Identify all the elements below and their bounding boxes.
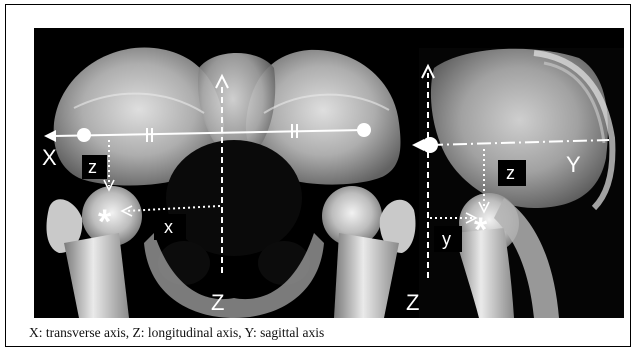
right-z-axis-label: Z [406,290,419,315]
left-hip-center-marker: * [98,203,112,241]
left-z-axis-label: Z [211,290,224,315]
left-z-box-label: z [88,157,97,177]
figure-frame: X Z z x * [5,4,631,347]
ap-pelvis-image [46,48,415,318]
left-x-box-label: x [164,217,173,237]
figure-caption: X: transverse axis, Z: longitudinal axis… [29,325,324,341]
right-y-axis-label: Y [566,152,581,177]
xray-figure: X Z z x * [34,28,624,318]
right-y-box-label: y [442,229,451,249]
right-hip-center-marker: * [474,211,488,249]
xray-overlay: X Z z x * [34,28,624,318]
right-z-box-label: z [506,163,515,183]
left-x-axis-label: X [42,145,57,170]
